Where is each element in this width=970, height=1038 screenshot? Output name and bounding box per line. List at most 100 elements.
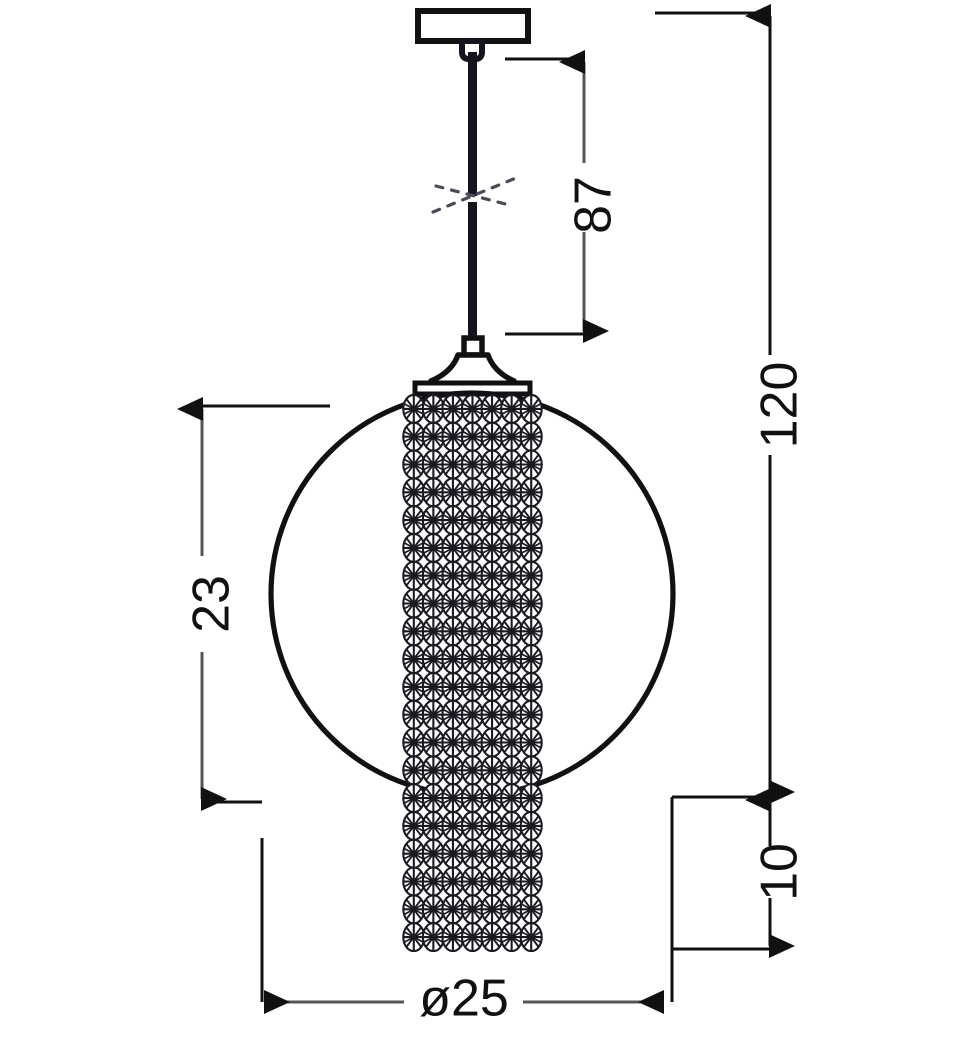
crystal-bead <box>421 505 445 536</box>
crystal-bead <box>402 505 426 536</box>
crystal-bead <box>460 699 485 730</box>
crystal-bead <box>421 810 445 841</box>
crystal-bead <box>500 560 524 591</box>
crystal-bead <box>441 560 465 591</box>
crystal-bead <box>519 922 543 952</box>
crystal-bead <box>441 810 465 841</box>
crystal-bead <box>519 671 543 702</box>
crystal-bead <box>519 838 543 869</box>
crystal-bead <box>441 922 465 952</box>
dimension-annotations: 87 120 23 <box>177 4 809 1028</box>
crystal-bead <box>421 532 445 563</box>
crystal-bead <box>500 477 524 508</box>
crystal-bead <box>441 727 465 758</box>
crystal-bead <box>480 727 504 758</box>
crystal-bead <box>519 421 543 452</box>
crystal-bead <box>460 671 485 702</box>
crystal-bead <box>421 894 445 925</box>
crystal-bead <box>460 866 485 897</box>
crystal-bead <box>519 783 543 814</box>
crystal-bead <box>480 838 504 869</box>
crystal-bead <box>421 616 445 647</box>
crystal-bead <box>480 505 504 536</box>
crystal-bead <box>500 532 524 563</box>
crystal-bead <box>480 894 504 925</box>
crystal-bead <box>441 783 465 814</box>
crystal-bead <box>460 477 485 508</box>
crystal-bead <box>500 866 524 897</box>
crystal-bead <box>480 644 504 675</box>
crystal-bead <box>519 810 543 841</box>
crystal-bead <box>480 588 504 619</box>
dimension-globe-diameter: ø25 <box>260 838 664 1028</box>
crystal-bead <box>500 922 524 952</box>
crystal-bead <box>441 394 465 424</box>
crystal-bead <box>480 449 504 480</box>
crystal-bead <box>421 838 445 869</box>
crystal-bead <box>460 838 485 869</box>
cord-break-symbol <box>431 176 518 214</box>
crystal-bead <box>402 616 426 647</box>
crystal-bead <box>460 755 485 786</box>
crystal-bead <box>519 699 543 730</box>
crystal-bead <box>460 449 485 480</box>
crystal-bead <box>460 421 485 452</box>
crystal-bead <box>500 505 524 536</box>
crystal-bead <box>441 838 465 869</box>
crystal-bead <box>402 922 426 952</box>
crystal-bead <box>519 449 543 480</box>
crystal-bead <box>441 699 465 730</box>
crystal-bead <box>500 783 524 814</box>
crystal-bead <box>441 532 465 563</box>
crystal-bead <box>402 783 426 814</box>
crystal-bead <box>480 394 504 424</box>
crystal-bead <box>480 783 504 814</box>
crystal-bead <box>441 755 465 786</box>
crystal-bead <box>500 449 524 480</box>
crystal-bead <box>421 644 445 675</box>
crystal-bead <box>402 838 426 869</box>
dimension-label-d25: ø25 <box>419 970 509 1028</box>
crystal-bead-curtain <box>402 394 543 952</box>
crystal-bead <box>421 671 445 702</box>
crystal-bead <box>519 588 543 619</box>
crystal-bead <box>500 421 524 452</box>
crystal-bead <box>402 671 426 702</box>
crystal-bead <box>500 838 524 869</box>
crystal-bead <box>500 671 524 702</box>
crystal-bead <box>441 588 465 619</box>
ceiling-plate <box>415 8 531 44</box>
crystal-bead <box>460 894 485 925</box>
crystal-bead <box>460 727 485 758</box>
crystal-bead <box>500 588 524 619</box>
crystal-bead <box>402 421 426 452</box>
crystal-bead <box>441 644 465 675</box>
crystal-bead <box>402 477 426 508</box>
crystal-bead <box>460 588 485 619</box>
crystal-bead <box>421 477 445 508</box>
crystal-bead <box>460 394 485 424</box>
crystal-bead <box>441 894 465 925</box>
dimension-bead-drop: 10 <box>670 788 809 1002</box>
crystal-bead <box>519 560 543 591</box>
crystal-bead <box>460 922 485 952</box>
crystal-bead <box>421 449 445 480</box>
crystal-bead <box>460 810 485 841</box>
crystal-bead <box>402 810 426 841</box>
dimension-cord-length: 87 <box>505 50 623 343</box>
dimension-label-87: 87 <box>565 176 623 234</box>
crystal-bead <box>421 699 445 730</box>
crystal-bead <box>460 783 485 814</box>
crystal-bead <box>421 560 445 591</box>
crystal-bead <box>500 394 524 424</box>
crystal-bead <box>421 922 445 952</box>
crystal-bead <box>421 421 445 452</box>
crystal-bead <box>441 505 465 536</box>
crystal-bead <box>500 894 524 925</box>
lamp-assembly <box>268 8 676 952</box>
crystal-bead <box>460 560 485 591</box>
crystal-bead <box>460 616 485 647</box>
crystal-bead <box>500 699 524 730</box>
crystal-bead <box>519 894 543 925</box>
